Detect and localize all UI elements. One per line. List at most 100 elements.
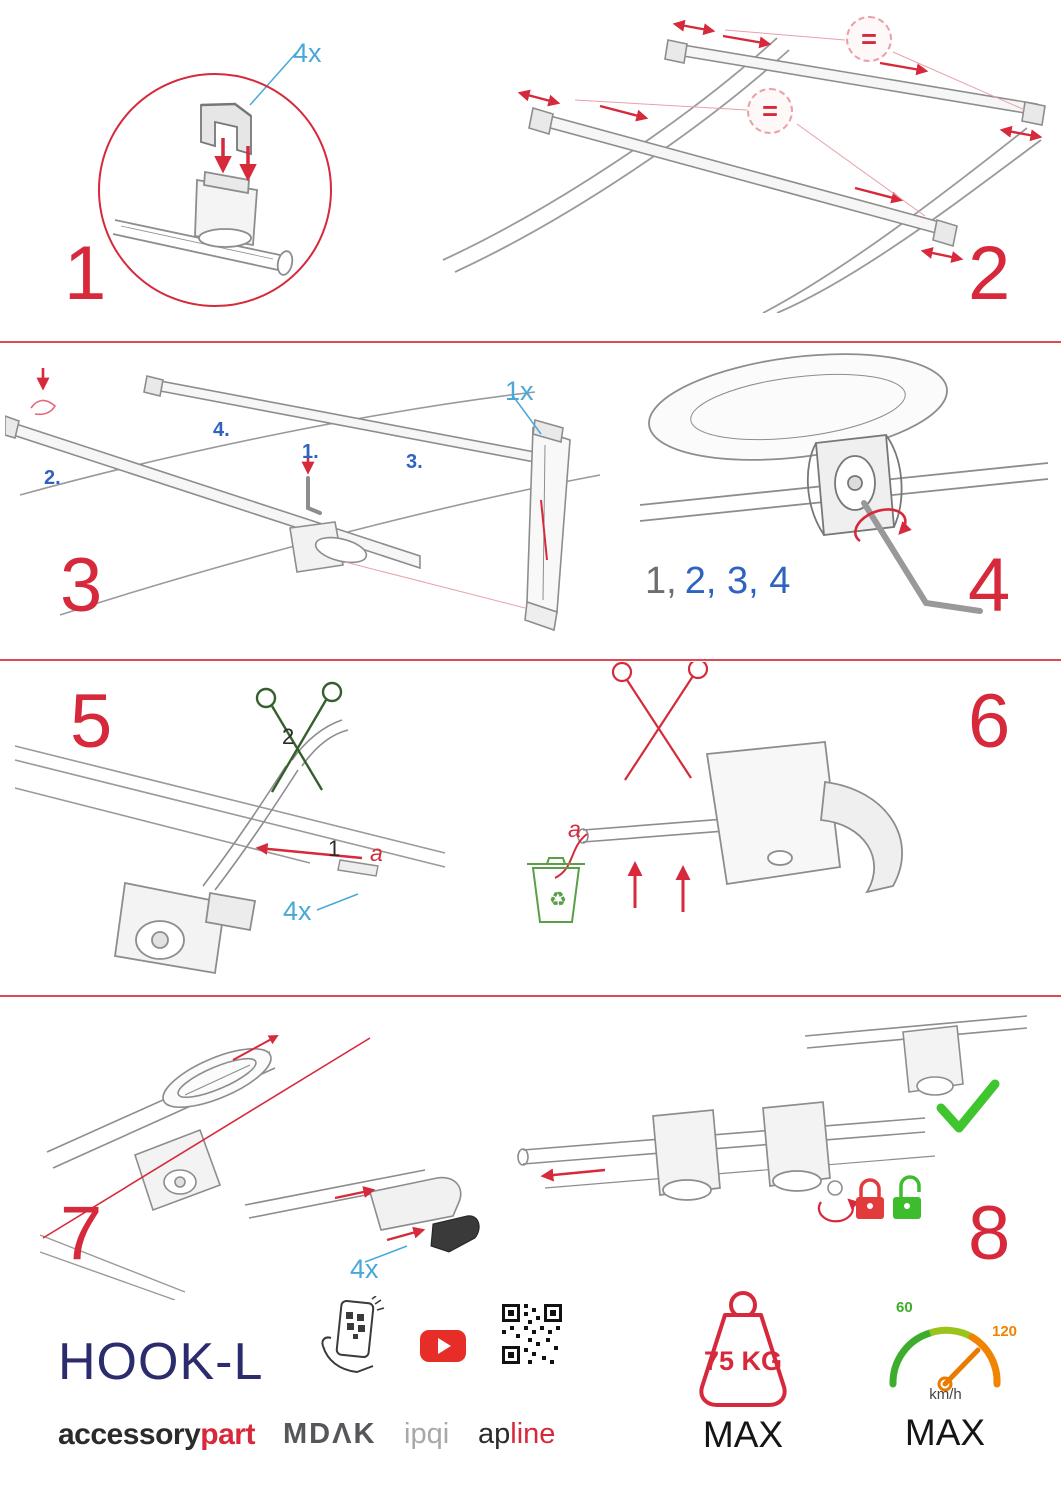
step7-quantity-label: 4x bbox=[350, 1254, 379, 1284]
allen-key-icon bbox=[861, 500, 983, 614]
step5-diagram bbox=[14, 681, 446, 975]
step7-diagram bbox=[39, 1035, 480, 1300]
logo-mdak: MDΛK bbox=[283, 1418, 377, 1450]
padlock-locked-icon bbox=[856, 1178, 884, 1219]
mini-check-diagram bbox=[804, 1015, 1028, 1096]
equal-distance-badge-1: = bbox=[846, 16, 892, 62]
step1-diagram bbox=[98, 51, 332, 307]
strap-leg bbox=[524, 418, 571, 632]
max-speed-label: MAX bbox=[904, 1412, 986, 1453]
strap-end bbox=[337, 859, 379, 877]
step4-diagram bbox=[639, 353, 1049, 614]
logo-apline-part2: line bbox=[510, 1418, 556, 1450]
step6-point-label: a bbox=[568, 816, 581, 842]
push-up-arrows bbox=[627, 861, 691, 912]
lock-cylinder bbox=[827, 1180, 843, 1196]
slide-arrow bbox=[540, 1168, 606, 1182]
step3-diagram bbox=[5, 368, 601, 632]
checkmark-icon bbox=[936, 1079, 1000, 1133]
max-weight-value: 75 KG bbox=[703, 1346, 783, 1376]
logo-apline-part1: ap bbox=[478, 1418, 511, 1450]
rotate-arrow bbox=[854, 508, 912, 543]
product-name: HOOK-L bbox=[58, 1333, 264, 1391]
equal-distance-badge-2: = bbox=[747, 88, 793, 134]
step7-number: 7 bbox=[60, 1191, 103, 1276]
section-divider-2 bbox=[0, 659, 1061, 661]
clamp-tower bbox=[194, 170, 258, 248]
mount-foot bbox=[289, 521, 368, 573]
section-divider-3 bbox=[0, 995, 1061, 997]
roof-rail bbox=[39, 1251, 176, 1300]
insert-arrows bbox=[214, 138, 257, 182]
rotate-arrow bbox=[817, 1198, 860, 1223]
step3-sublabel-3: 3. bbox=[406, 451, 423, 473]
quantity-pointer-line bbox=[364, 1245, 408, 1263]
speed-low-label: 60 bbox=[896, 1299, 913, 1316]
recycle-icon: ♻ bbox=[549, 889, 567, 911]
hook-bracket bbox=[200, 102, 252, 156]
sequence-first: 1, bbox=[645, 560, 677, 602]
youtube-icon bbox=[420, 1330, 466, 1362]
cross-bars bbox=[5, 375, 554, 570]
step2-diagram bbox=[442, 19, 1046, 313]
clamp-tower bbox=[113, 881, 257, 975]
scissors-icon bbox=[255, 681, 343, 793]
step5-number: 5 bbox=[70, 679, 113, 764]
step6-diagram bbox=[527, 662, 903, 923]
measure-lines bbox=[574, 29, 1026, 217]
step8-diagram bbox=[517, 1015, 1028, 1223]
adjust-arrows bbox=[517, 19, 1043, 263]
press-arrow bbox=[30, 368, 57, 416]
step3-number: 3 bbox=[60, 543, 103, 628]
step3-sublabel-1: 1. bbox=[302, 441, 319, 463]
step2-number: 2 bbox=[968, 231, 1011, 316]
strap bbox=[202, 719, 349, 891]
equal-sign-2: = bbox=[762, 95, 778, 126]
qr-code-icon bbox=[502, 1304, 562, 1364]
padlock-unlocked-icon bbox=[893, 1175, 921, 1219]
bar-opening bbox=[46, 1048, 276, 1169]
rail-tube bbox=[639, 353, 1049, 522]
speed-unit-label: km/h bbox=[929, 1386, 962, 1403]
cut-strap-end bbox=[554, 833, 588, 879]
pull-arrow bbox=[255, 842, 363, 860]
step4-tighten-sequence: 1,2, 3, 4 bbox=[645, 562, 790, 600]
detail-pointer-line bbox=[344, 561, 526, 609]
step5-point-label: a bbox=[370, 840, 383, 866]
step8-number: 8 bbox=[968, 1191, 1011, 1276]
speed-high-label: 120 bbox=[992, 1323, 1018, 1340]
cross-bars bbox=[528, 39, 1046, 248]
equal-sign-1: = bbox=[861, 23, 877, 54]
speedometer-icon bbox=[889, 1326, 1001, 1392]
logo-apline: apline bbox=[478, 1420, 555, 1449]
quantity-pointer-line bbox=[249, 51, 298, 106]
roof-rail bbox=[39, 1234, 186, 1293]
max-weight-icon bbox=[699, 1291, 787, 1407]
max-weight-label: MAX bbox=[702, 1414, 784, 1455]
step3-sublabel-2: 2. bbox=[44, 467, 61, 489]
clamp-tower bbox=[134, 1128, 222, 1212]
trash-bin-icon bbox=[527, 857, 585, 923]
step5-quantity-label: 4x bbox=[283, 896, 312, 926]
cross-bar bbox=[517, 1117, 936, 1189]
step6-number: 6 bbox=[968, 679, 1011, 764]
end-cover bbox=[244, 1169, 462, 1231]
strap-line bbox=[540, 499, 548, 561]
slide-arrow bbox=[232, 1035, 279, 1061]
magnifier-circle bbox=[98, 73, 332, 307]
brand-name: accessorypart bbox=[58, 1420, 255, 1450]
step1-number: 1 bbox=[64, 231, 107, 316]
brand-name-part1: accessory bbox=[58, 1418, 201, 1451]
clamp-towers bbox=[652, 1101, 831, 1201]
allen-key-icon bbox=[306, 476, 322, 515]
sight-line bbox=[42, 1037, 371, 1239]
logo-ipqi: ipqi bbox=[404, 1418, 450, 1450]
scissors-icon bbox=[611, 662, 709, 781]
step3-sublabel-4: 4. bbox=[213, 419, 230, 441]
roof-rails bbox=[442, 37, 1042, 313]
step5-scissors-label: 2 bbox=[282, 724, 295, 749]
fit-arrows bbox=[334, 1186, 426, 1242]
play-icon bbox=[438, 1338, 451, 1354]
quantity-pointer-line bbox=[512, 395, 542, 435]
